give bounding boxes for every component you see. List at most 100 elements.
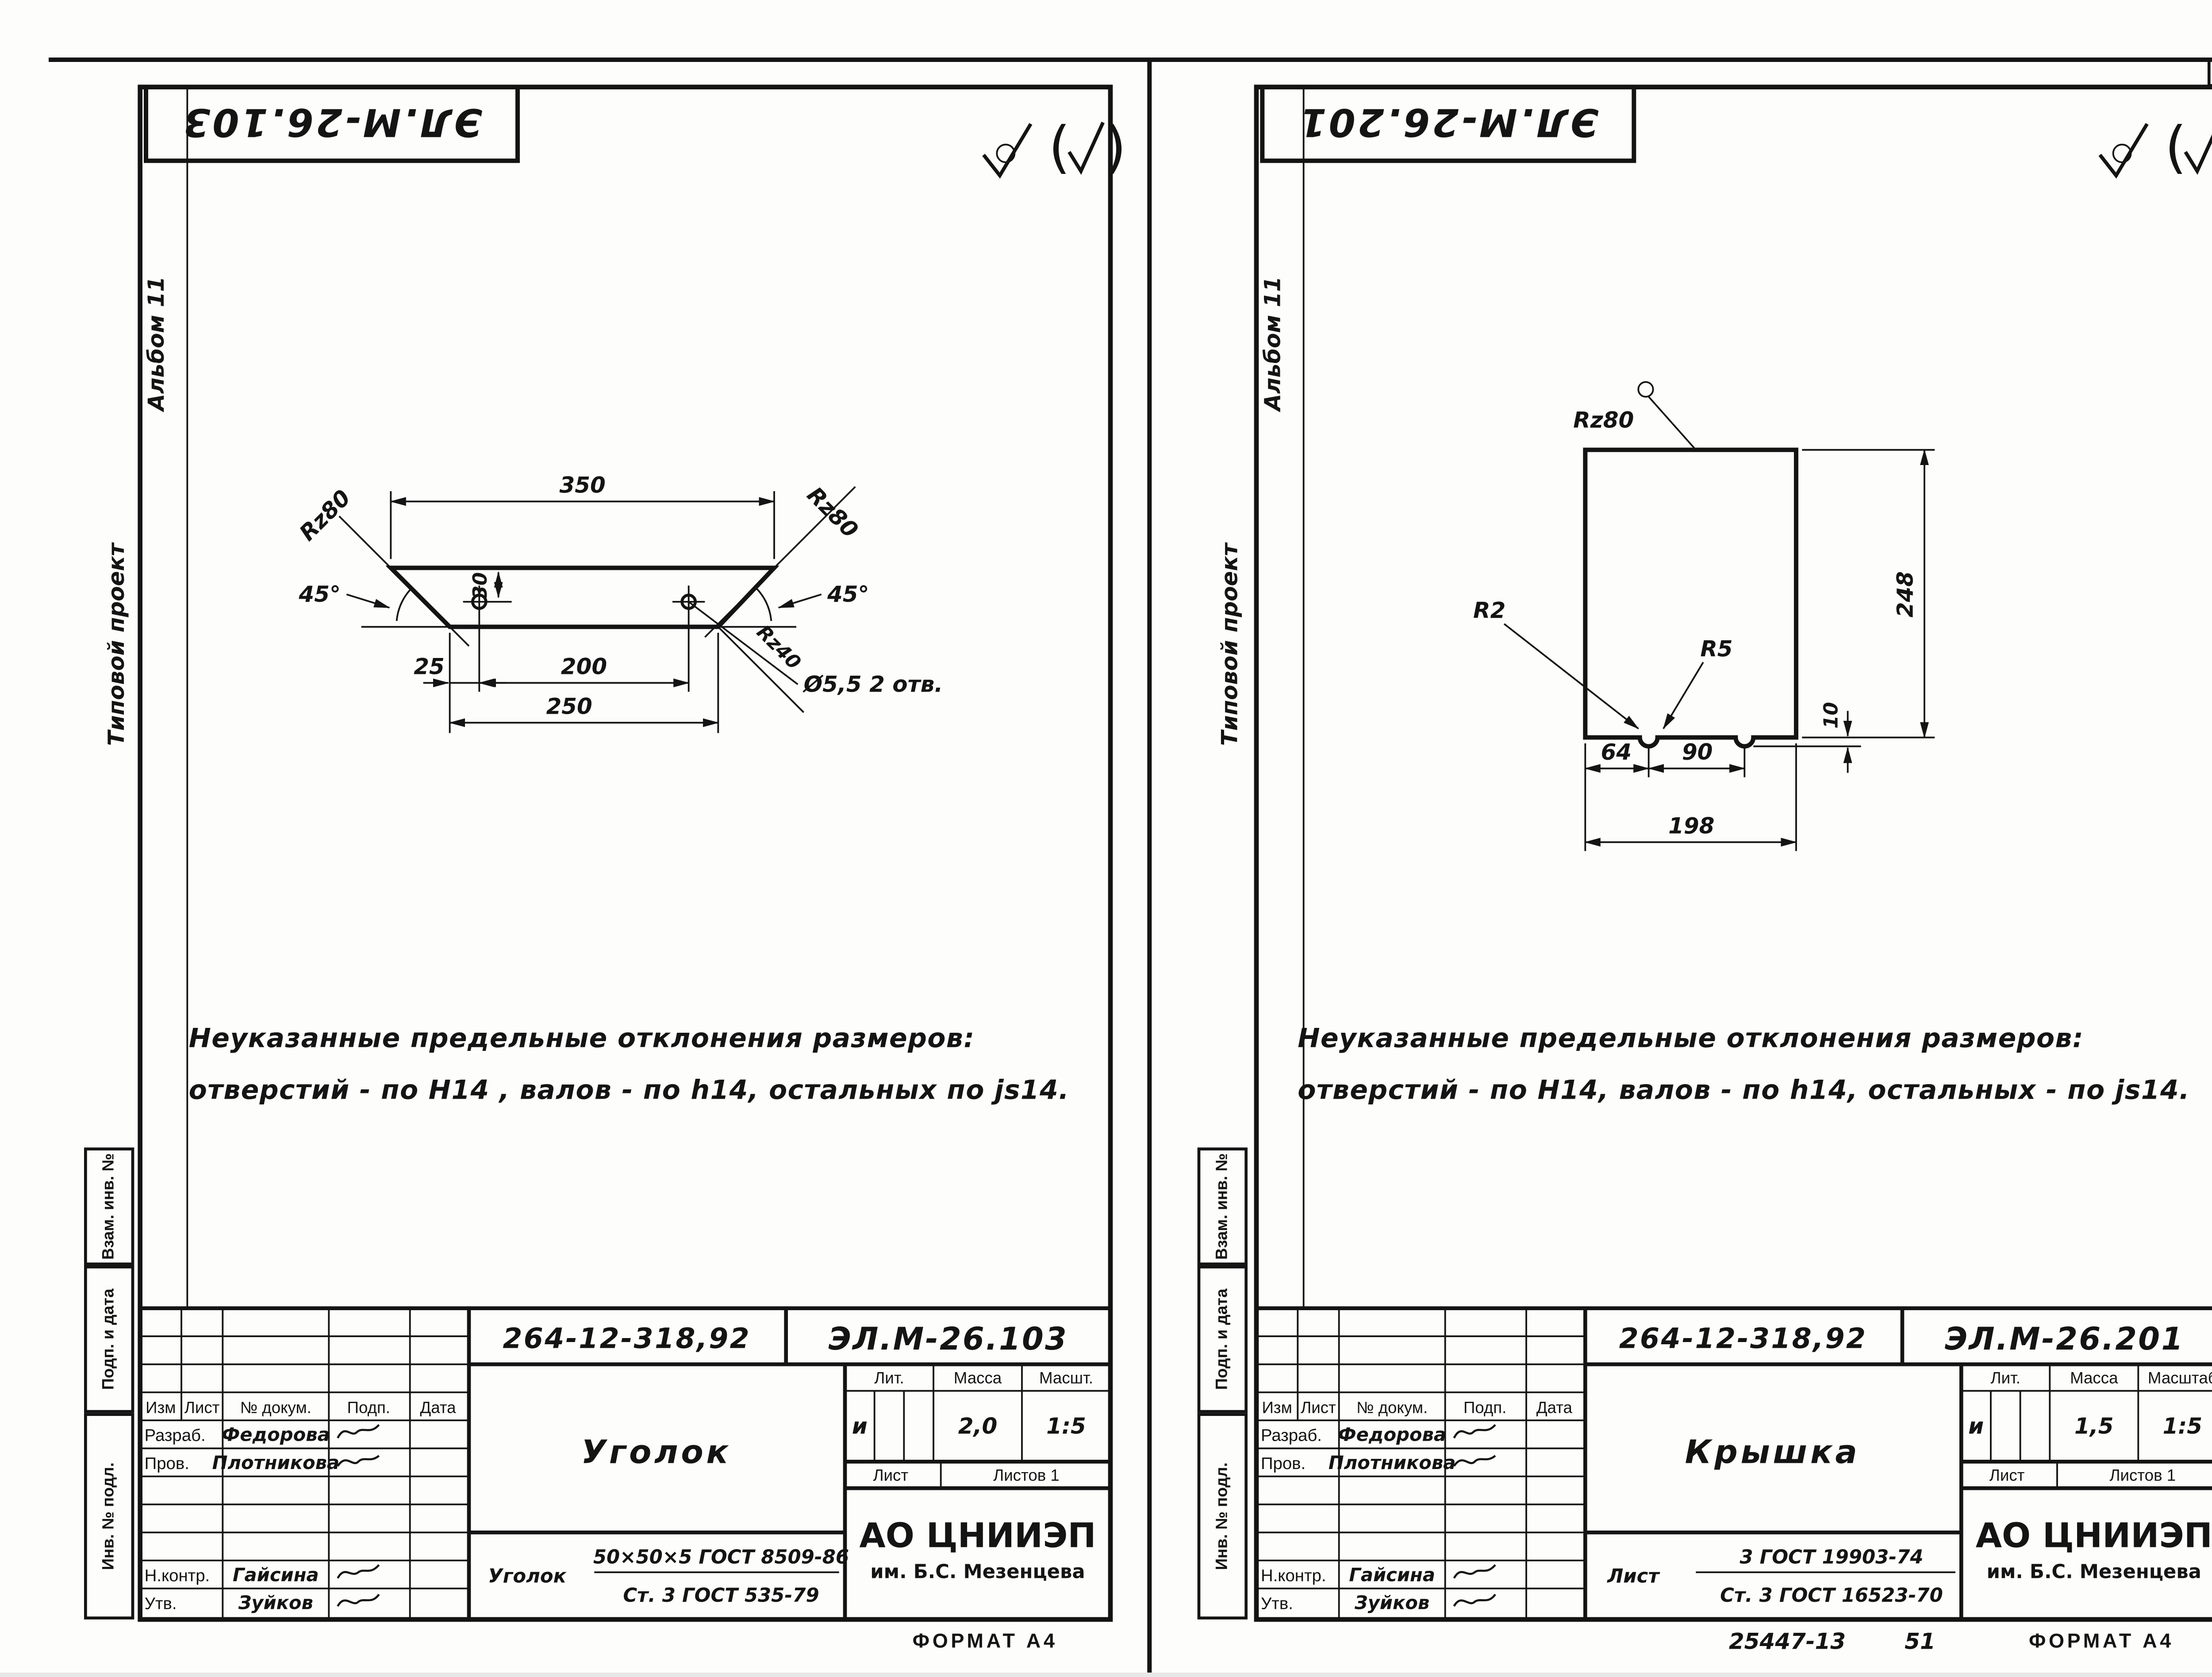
radius-r5: R5 [1700, 636, 1732, 662]
signature [337, 1455, 380, 1467]
dim-flange: 30 [469, 572, 492, 599]
lit-label: Лит. [874, 1369, 904, 1387]
signature [1453, 1424, 1496, 1439]
margin-label-podp-left: Подп. и дата [100, 1289, 118, 1390]
margin-label-inv-right: Инв. № подл. [1214, 1462, 1232, 1570]
col-podp: Подп. [347, 1398, 390, 1416]
col-doc: № докум. [240, 1398, 311, 1416]
footer-doc-number: 25447-13 [1729, 1629, 1846, 1654]
role-utv: Утв. [1261, 1594, 1293, 1613]
part-outline [385, 565, 780, 629]
signature [1453, 1564, 1496, 1579]
lit-value: и [1968, 1413, 1984, 1439]
org-name-2: им. Б.С. Мезенцева [1987, 1561, 2201, 1583]
list-label: Лист [873, 1466, 908, 1485]
dim-height: 248 [1892, 571, 1918, 617]
name-nkontr: Гайсина [1349, 1564, 1435, 1585]
material-bottom: Ст. 3 ГОСТ 16523-70 [1720, 1585, 1943, 1607]
margin-label-vzam-left: Взам. инв. № [100, 1153, 118, 1260]
name-utv: Зуйков [238, 1592, 313, 1614]
dim-base: 250 [546, 693, 592, 719]
part-drawing-right: Rz80 R2 R5 248 10 64 90 [1473, 381, 1935, 851]
dim-width-top: 350 [559, 472, 605, 498]
roughness-top-left: Rz80 [295, 485, 356, 546]
finish-check-icon [2098, 123, 2149, 179]
paren-close: ) [1105, 115, 1126, 180]
margin-box-inv-left: Инв. № подл. [84, 1413, 134, 1619]
lit-value: и [852, 1413, 868, 1439]
sheet-frame-left [138, 85, 1113, 1622]
surface-finish-symbols-left: ( ) [982, 115, 1126, 180]
name-razrab: Федорова [1338, 1424, 1446, 1446]
doc-number: 264-12-318,92 [503, 1322, 751, 1355]
tolerance-note-right: Неуказанные предельные отклонения размер… [1298, 1023, 2190, 1106]
roughness-top: Rz80 [1573, 408, 1634, 433]
part-title: Уголок [581, 1434, 731, 1471]
role-nkontr: Н.контр. [145, 1566, 210, 1585]
name-prov: Плотникова [1329, 1452, 1455, 1473]
top-rule [48, 57, 2212, 62]
finish-circle-icon [2112, 143, 2132, 163]
corner-stamp-code-left: ЭЛ.М-26.103 [181, 100, 482, 144]
col-doc: № докум. [1356, 1398, 1428, 1416]
material-bottom: Ст. 3 ГОСТ 535-79 [623, 1585, 819, 1607]
col-data: Дата [420, 1398, 456, 1416]
name-prov: Плотникова [212, 1452, 339, 1473]
signature [1453, 1593, 1496, 1607]
margin-box-vzam-right: Взам. инв. № [1197, 1147, 1248, 1265]
col-list: Лист [184, 1398, 220, 1416]
corner-stamp-code-right: ЭЛ.М-26.201 [1298, 100, 1598, 144]
roughness-top-right: Rz80 [802, 482, 863, 543]
sheet-frame-right [1254, 85, 2212, 1622]
margin-label-vzam-right: Взам. инв. № [1214, 1153, 1232, 1260]
part-title: Крышка [1685, 1434, 1860, 1471]
dim-angle-right: 45° [827, 581, 869, 607]
role-prov: Пров. [145, 1454, 189, 1473]
mass-label: Масса [954, 1369, 1002, 1387]
footer-sheet-number: 51 [1905, 1629, 1936, 1654]
margin-box-podp-right: Подп. и дата [1197, 1265, 1248, 1413]
sheet-divider [1147, 57, 1151, 1673]
role-nkontr: Н.контр. [1261, 1566, 1326, 1585]
format-label: ФОРМАТ А4 [913, 1629, 1058, 1652]
paren-open: ( [1048, 115, 1070, 180]
signature [337, 1424, 380, 1439]
org-name: АО ЦНИИЭП [859, 1516, 1096, 1556]
mass-value: 1,5 [2074, 1413, 2114, 1439]
surface-finish-symbols-right: ( ) [2098, 115, 2212, 180]
dim-width: 198 [1668, 813, 1714, 838]
role-razrab: Разраб. [1261, 1426, 1322, 1445]
scale-value: 1:5 [2163, 1413, 2203, 1439]
hole-callout: Ø5,5 2 отв. [803, 671, 943, 697]
material-top: 50×50×5 ГОСТ 8509-86 [593, 1546, 849, 1568]
col-podp: Подп. [1463, 1398, 1506, 1416]
note-line-1: Неуказанные предельные отклонения размер… [1298, 1023, 2084, 1054]
material-prefix: Уголок [488, 1565, 567, 1588]
col-list: Лист [1301, 1398, 1336, 1416]
lit-label: Лит. [1991, 1369, 2020, 1387]
listov-label: Листов 1 [993, 1466, 1060, 1485]
org-name: АО ЦНИИЭП [1976, 1516, 2212, 1556]
name-nkontr: Гайсина [233, 1564, 319, 1585]
margin-box-podp-left: Подп. и дата [84, 1265, 134, 1413]
margin-box-vzam-left: Взам. инв. № [84, 1147, 134, 1265]
name-razrab: Федорова [222, 1424, 330, 1446]
finish-circle-icon [996, 143, 1016, 163]
scale-label: Масшт. [1039, 1369, 1093, 1387]
dim-seg2: 90 [1682, 739, 1713, 765]
finish-check-bracketed-icon [1068, 122, 1105, 175]
mass-value: 2,0 [958, 1413, 998, 1439]
dim-hole-spacing: 200 [561, 654, 607, 679]
role-razrab: Разраб. [145, 1426, 206, 1445]
format-label: ФОРМАТ А4 [2029, 1629, 2174, 1652]
note-line-2: отверстий - по Н14, валов - по h14, оста… [1298, 1074, 2190, 1105]
corner-stamp-left: ЭЛ.М-26.103 [143, 85, 520, 163]
dim-tab: 10 [1820, 702, 1842, 729]
margin-label-inv-left: Инв. № подл. [100, 1462, 118, 1570]
margin-box-inv-right: Инв. № подл. [1197, 1413, 1248, 1619]
radius-r2: R2 [1473, 598, 1505, 623]
paren-open: ( [2165, 115, 2186, 180]
project-type-label-right: Типовой проект [1216, 543, 1243, 746]
material-top: 3 ГОСТ 19903-74 [1740, 1546, 1923, 1568]
